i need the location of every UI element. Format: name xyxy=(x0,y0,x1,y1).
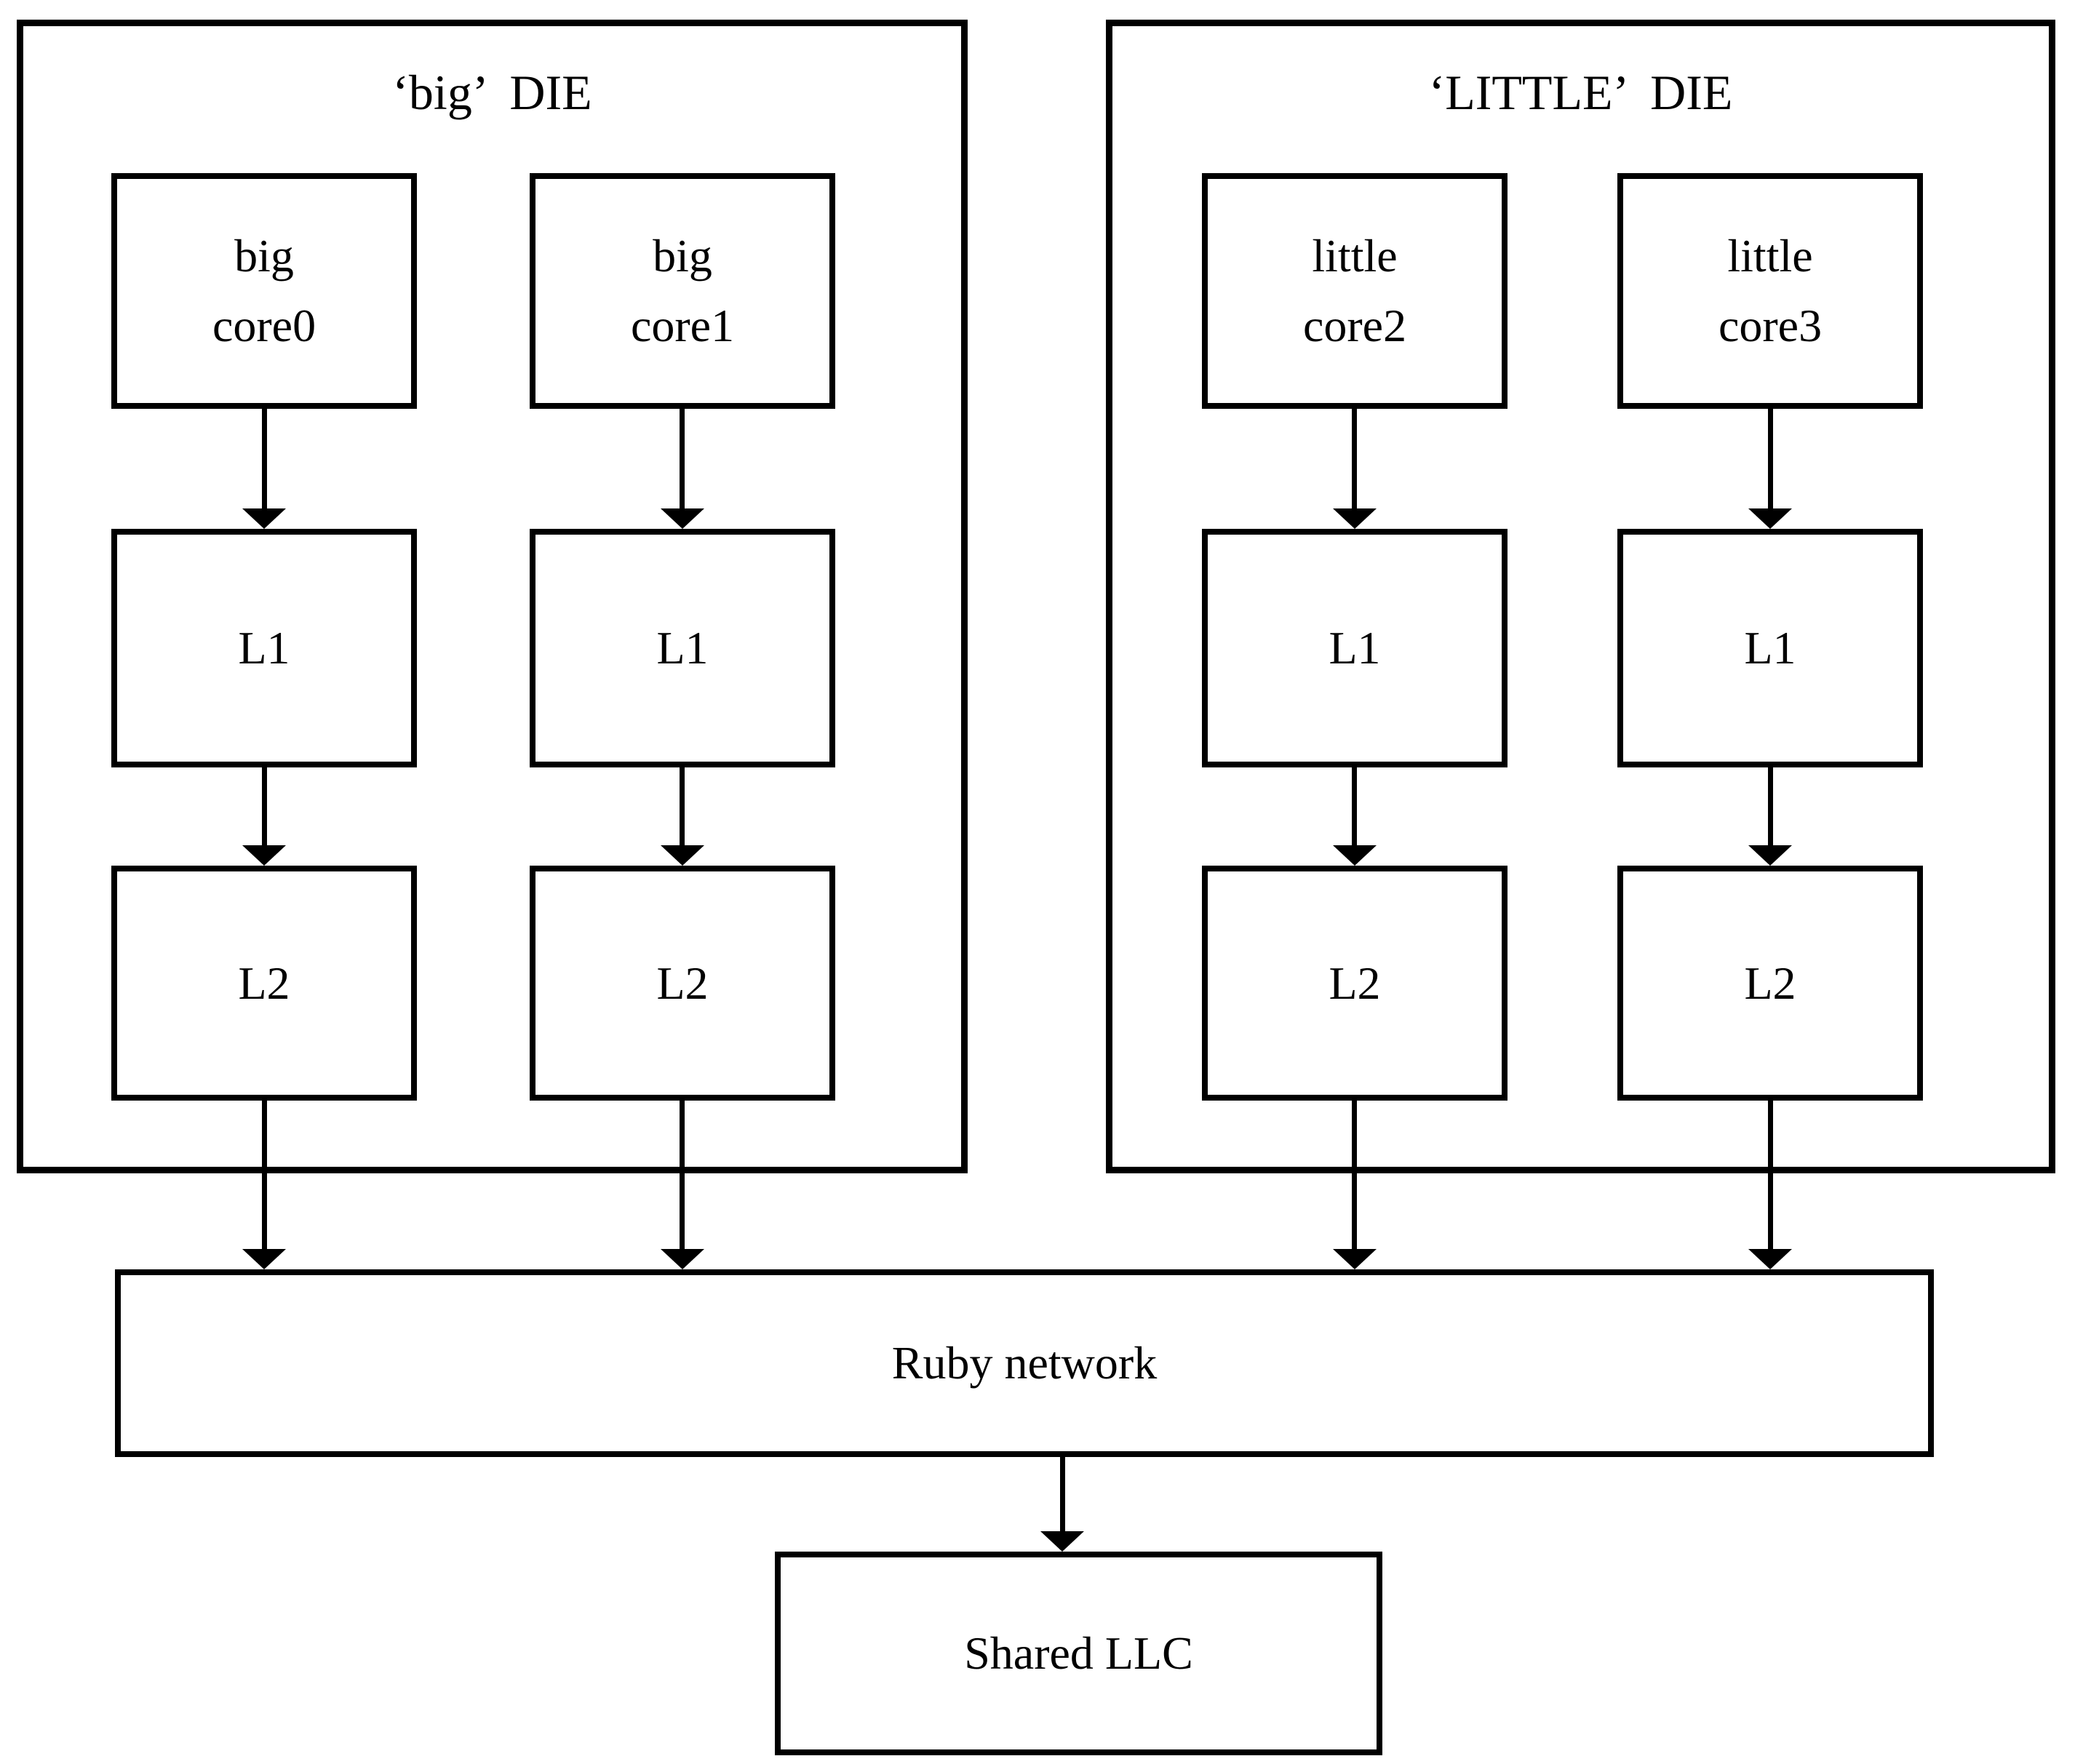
core0-label-line2: core0 xyxy=(212,300,316,351)
core1-l1-box: L1 xyxy=(530,529,835,767)
arrow-core2-to-l1-head xyxy=(1333,508,1377,529)
core1-l2-label: L2 xyxy=(656,957,709,1009)
arrow-l2-to-network-line-col1 xyxy=(262,1101,267,1252)
arrow-l2-to-network-line-col4 xyxy=(1768,1101,1773,1252)
core2-label-line2: core2 xyxy=(1302,300,1407,351)
core2-l1-label: L1 xyxy=(1329,622,1381,674)
core1-label-line2: core1 xyxy=(630,300,735,351)
core0-l2-label: L2 xyxy=(238,957,290,1009)
core2-l2-box: L2 xyxy=(1202,866,1508,1101)
core1-box: big core1 xyxy=(530,173,835,409)
arrow-network-to-llc-head xyxy=(1040,1531,1084,1552)
arrow-l1-to-l2-head-col1 xyxy=(242,845,286,866)
core2-label-line1: little xyxy=(1312,230,1398,282)
core0-l1-label: L1 xyxy=(238,622,290,674)
big-die-box: ‘big’ DIE xyxy=(17,20,968,1173)
arrow-l1-to-l2-head-col4 xyxy=(1748,845,1792,866)
little-die-box: ‘LITTLE’ DIE xyxy=(1106,20,2055,1173)
core3-l1-label: L1 xyxy=(1744,622,1796,674)
arrow-l2-to-network-head-col1 xyxy=(242,1249,286,1269)
core1-l1-label: L1 xyxy=(656,622,709,674)
core2-l2-label: L2 xyxy=(1329,957,1381,1009)
arrow-core1-to-l1-line xyxy=(680,409,685,511)
ruby-network-label: Ruby network xyxy=(891,1337,1158,1389)
arrow-core0-to-l1-line xyxy=(262,409,267,511)
little-die-title: ‘LITTLE’ DIE xyxy=(1428,65,1733,120)
core3-l2-box: L2 xyxy=(1617,866,1923,1101)
core2-l1-box: L1 xyxy=(1202,529,1508,767)
core3-label-line1: little xyxy=(1727,230,1813,282)
ruby-network-box: Ruby network xyxy=(115,1269,1934,1457)
arrow-l2-to-network-head-col3 xyxy=(1333,1249,1377,1269)
arrow-core1-to-l1-head xyxy=(661,508,704,529)
arrow-l1-to-l2-head-col3 xyxy=(1333,845,1377,866)
arrow-core3-to-l1-line xyxy=(1768,409,1773,511)
shared-llc-label: Shared LLC xyxy=(964,1627,1193,1679)
arrow-l1-to-l2-line-col2 xyxy=(680,767,685,847)
arrow-network-to-llc-line xyxy=(1060,1457,1065,1533)
arrow-l2-to-network-head-col2 xyxy=(661,1249,704,1269)
core3-box: little core3 xyxy=(1617,173,1923,409)
core3-l2-label: L2 xyxy=(1744,957,1796,1009)
arrow-core3-to-l1-head xyxy=(1748,508,1792,529)
core1-l2-box: L2 xyxy=(530,866,835,1101)
shared-llc-box: Shared LLC xyxy=(775,1552,1382,1755)
arrow-l1-to-l2-line-col4 xyxy=(1768,767,1773,847)
big-die-title: ‘big’ DIE xyxy=(392,65,592,120)
core0-box: big core0 xyxy=(111,173,417,409)
arrow-core0-to-l1-head xyxy=(242,508,286,529)
arrow-l2-to-network-line-col3 xyxy=(1352,1101,1357,1252)
arrow-core2-to-l1-line xyxy=(1352,409,1357,511)
core3-l1-box: L1 xyxy=(1617,529,1923,767)
core0-l2-box: L2 xyxy=(111,866,417,1101)
core1-label-line1: big xyxy=(653,230,712,282)
core0-label-line1: big xyxy=(234,230,294,282)
core3-label-line2: core3 xyxy=(1718,300,1823,351)
core0-l1-box: L1 xyxy=(111,529,417,767)
arrow-l1-to-l2-line-col1 xyxy=(262,767,267,847)
arrow-l1-to-l2-line-col3 xyxy=(1352,767,1357,847)
arrow-l2-to-network-line-col2 xyxy=(680,1101,685,1252)
arrow-l1-to-l2-head-col2 xyxy=(661,845,704,866)
arrow-l2-to-network-head-col4 xyxy=(1748,1249,1792,1269)
core2-box: little core2 xyxy=(1202,173,1508,409)
